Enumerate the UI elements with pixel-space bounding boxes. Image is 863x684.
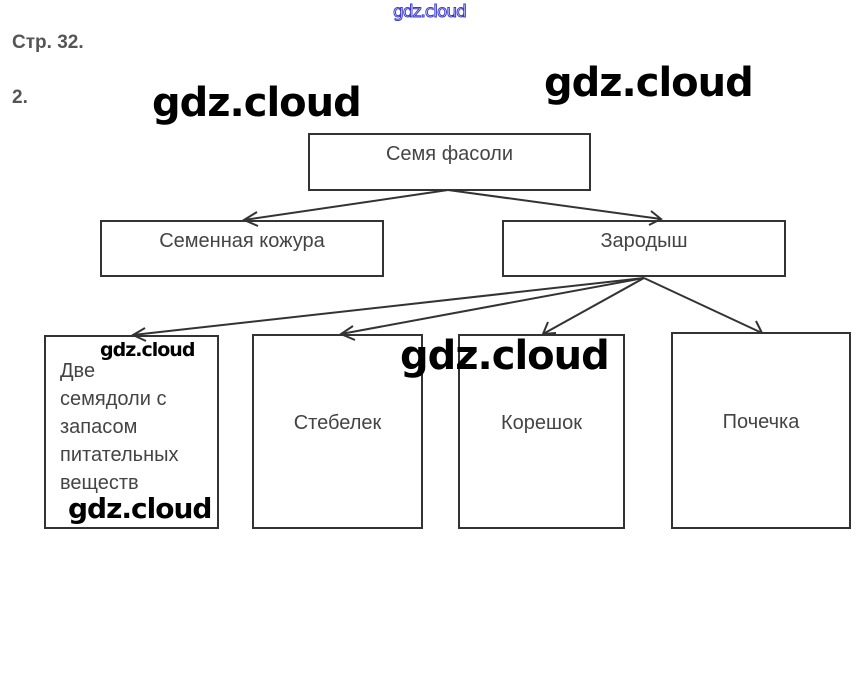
node-bud-label: Почечка <box>722 411 800 433</box>
node-stem-label: Стебелек <box>293 412 382 434</box>
node-seed-coat-label: Семенная кожура <box>159 230 325 252</box>
task-number: 2. <box>12 87 28 108</box>
arrow-embryo-to-cotyledons <box>132 277 645 336</box>
node-embryo: Зародыш <box>502 220 786 277</box>
arrow-embryo-to-bud <box>643 277 763 334</box>
node-cotyledons: Две семядоли с запасом питательных вещес… <box>44 335 219 529</box>
watermark: gdz.cloud <box>152 80 362 126</box>
watermark: gdz.cloud <box>400 333 610 379</box>
node-root-label: Корешок <box>501 412 582 434</box>
arrow-embryo-to-stem <box>340 277 645 335</box>
node-embryo-label: Зародыш <box>600 230 688 252</box>
node-bud: Почечка <box>671 332 851 529</box>
watermark: gdz.cloud <box>68 492 212 525</box>
node-root: Корешок <box>458 334 625 529</box>
arrow-embryo-to-root <box>542 277 645 335</box>
node-seed: Семя фасоли <box>308 133 591 191</box>
arrowhead-embryo <box>648 210 663 226</box>
node-cotyledons-label: Две семядоли с запасом питательных вещес… <box>60 360 179 494</box>
arrow-root-to-seed-coat <box>243 189 449 221</box>
arrow-root-to-embryo <box>447 189 662 220</box>
watermark: gdz.cloud <box>544 60 754 106</box>
watermark-top: gdz.cloud <box>393 2 468 23</box>
node-seed-coat: Семенная кожура <box>100 220 384 277</box>
page-reference: Стр. 32. <box>12 32 84 53</box>
node-seed-label: Семя фасоли <box>385 143 514 165</box>
watermark: gdz.cloud <box>100 339 195 361</box>
node-stem: Стебелек <box>252 334 423 529</box>
